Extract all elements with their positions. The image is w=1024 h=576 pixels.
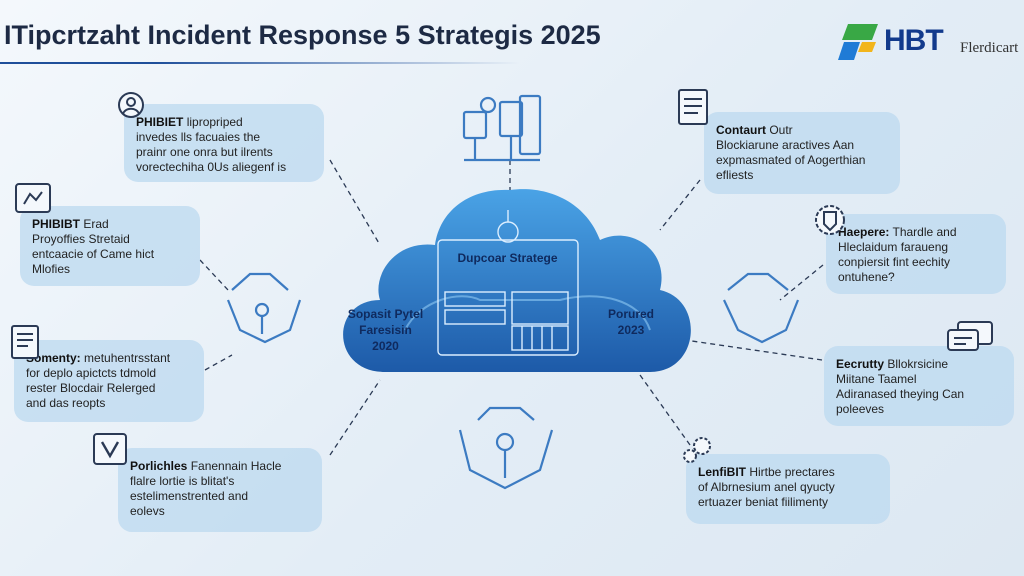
box-line: ertuazer beniat fiilimenty xyxy=(698,495,829,509)
cloud-left-label-line: Sopasit Pytel xyxy=(347,307,424,321)
box-line: Hirtbe prectares xyxy=(749,465,835,479)
gear-icon xyxy=(683,437,711,463)
box-heading: Eecrutty xyxy=(836,357,885,371)
document-icon xyxy=(15,183,51,213)
document-icon xyxy=(11,325,39,359)
box-line: Mlofies xyxy=(32,262,71,276)
box-heading: Haepere: xyxy=(838,225,890,239)
box-line: vorectechiha 0Us aliegenf is xyxy=(136,160,287,174)
box-heading: PHIBIET xyxy=(136,115,184,129)
box-line: of Albrnesium anel qyucty xyxy=(698,480,835,494)
chat-icon xyxy=(947,321,993,351)
cloud-left-label: Sopasit Pytel Faresisin 2020 xyxy=(338,306,433,354)
strategy-box-7: Eecrutty Bllokrsicine Miitane Taamel Adi… xyxy=(824,346,1014,426)
box-line: flalre lortie is blitat's xyxy=(130,474,235,488)
strategy-box-3: Somenty: metuhentrsstant for deplo apict… xyxy=(14,340,204,422)
strategy-box-6: Haepere: Thardle and Hleclaidum faraueng… xyxy=(826,214,1006,294)
strategy-box-1: PHIBIET lipropriped invedes lls facuaies… xyxy=(124,104,324,182)
box-line: Proyoffies Stretaid xyxy=(32,232,130,246)
box-line: Miitane Taamel xyxy=(836,372,917,386)
cloud-top-label: Dupcoar Stratege xyxy=(457,251,558,265)
handshake-icon-right xyxy=(723,272,800,344)
box-line: prainr one onra but ilrents xyxy=(136,145,273,159)
gear-icon xyxy=(815,205,845,235)
gear-icon xyxy=(118,92,144,118)
box-line: Blockiarune aractives Aan xyxy=(716,138,855,152)
cloud-right-label: Porured 2023 xyxy=(596,306,666,338)
connector-lines xyxy=(199,159,824,456)
server-icon xyxy=(437,210,579,356)
box-line: metuhentrsstant xyxy=(84,351,171,365)
box-heading: Somenty: xyxy=(26,351,81,365)
strategy-box-4: Porlichles Fanennain Hacle flalre lortie… xyxy=(118,448,322,532)
box-line: Fanennain Hacle xyxy=(190,459,282,473)
box-line: Adiranased theying Can xyxy=(836,387,965,401)
strategy-box-8: LenfiBIT Hirtbe prectares of Albrnesium … xyxy=(686,454,890,524)
cloud-left-label-line: 2020 xyxy=(372,339,399,353)
box-heading: Contaurt xyxy=(716,123,766,137)
network-icon xyxy=(462,94,542,162)
box-line: eolevs xyxy=(130,504,165,518)
page-title: ITipcrtzaht Incident Response 5 Strategi… xyxy=(4,20,601,50)
brand-subtitle: Flerdicart xyxy=(960,40,1019,56)
box-line: ontuhene? xyxy=(838,270,895,284)
cloud-left-label-line: Faresisin xyxy=(359,323,412,337)
box-line: poleeves xyxy=(836,402,885,416)
box-line: Outr xyxy=(769,123,793,137)
box-line: conpiersit fint eechity xyxy=(838,255,951,269)
box-line: estelimenstrented and xyxy=(130,489,249,503)
box-line: lipropriped xyxy=(186,115,243,129)
box-line: entcaacie of Came hict xyxy=(32,247,155,261)
box-line: rester Blocdair Relerged xyxy=(26,381,156,395)
box-heading: LenfiBIT xyxy=(698,465,746,479)
box-line: Thardle and xyxy=(892,225,957,239)
brand-logo: HBT Flerdicart xyxy=(838,20,1024,66)
lock-icon xyxy=(458,406,554,490)
cloud-right-label-line: 2023 xyxy=(617,323,645,337)
box-line: and das reopts xyxy=(26,396,106,410)
brand-mark-icon xyxy=(838,24,878,60)
document-icon xyxy=(678,89,708,125)
box-line: invedes lls facuaies the xyxy=(136,130,261,144)
handshake-icon xyxy=(226,272,302,344)
strategy-box-5: Contaurt Outr Blockiarune aractives Aan … xyxy=(704,112,900,194)
cloud-right-label-line: Porured xyxy=(607,307,654,321)
box-heading: PHIBIBT xyxy=(32,217,80,231)
box-line: Bllokrsicine xyxy=(887,357,949,371)
title-underline xyxy=(0,62,520,64)
brand-name: HBT xyxy=(884,24,944,57)
cloud-icon xyxy=(343,189,691,372)
box-heading: Porlichles xyxy=(130,459,188,473)
box-line: efliests xyxy=(716,168,754,182)
box-line: Erad xyxy=(83,217,109,231)
shield-icon xyxy=(93,433,127,465)
strategy-box-2: PHIBIBT Erad Proyoffies Stretaid entcaac… xyxy=(20,206,200,286)
box-line: for deplo apictcts tdmold xyxy=(26,366,157,380)
box-line: expmasmated of Aogerthian xyxy=(716,153,866,167)
box-line: Hleclaidum faraueng xyxy=(838,240,949,254)
